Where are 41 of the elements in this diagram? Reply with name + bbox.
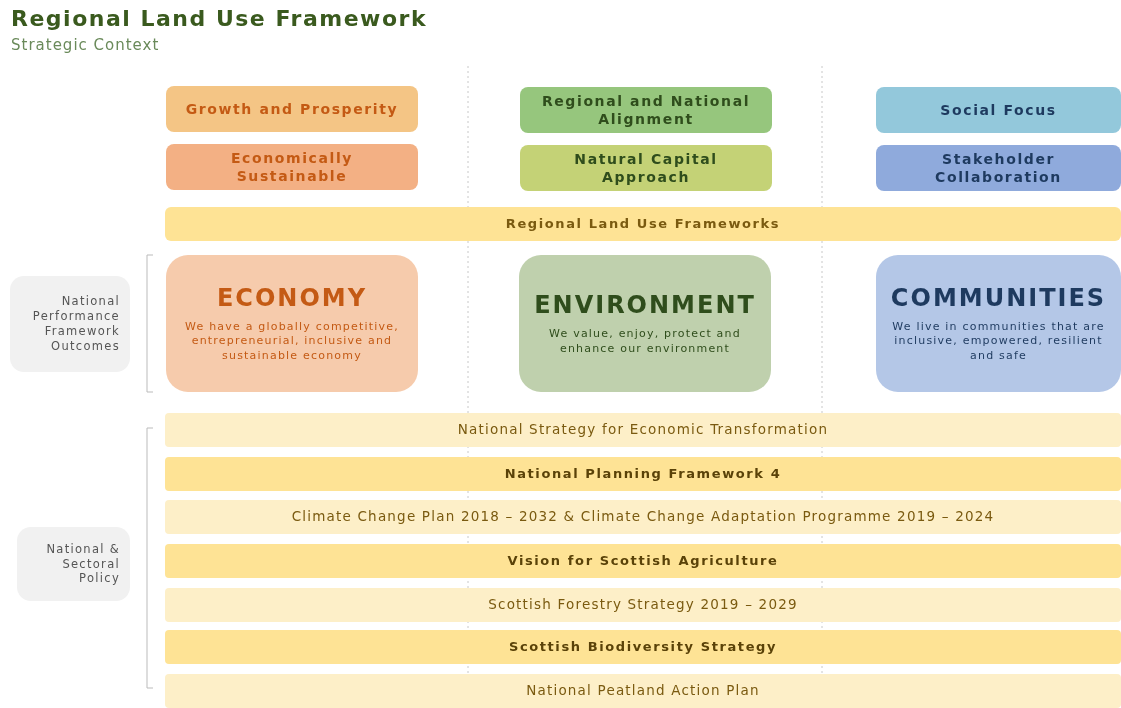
policy-bar xyxy=(165,674,1121,708)
outcome-heading: COMMUNITIES xyxy=(890,284,1107,313)
theme-box xyxy=(876,87,1121,133)
policy-bar xyxy=(165,630,1121,664)
theme-box xyxy=(520,145,772,191)
bar-label: Climate Change Plan 2018 – 2032 & Climate Change Adaptation Programme 2019 – 2024 xyxy=(291,508,995,526)
theme-box xyxy=(166,86,418,132)
outcome-heading: ECONOMY xyxy=(216,284,368,313)
framework-band xyxy=(165,207,1121,241)
category-label: National Performance Framework Outcomes xyxy=(31,294,120,354)
theme-box xyxy=(520,87,772,133)
outcome-description: We have a globally competitive, entrepreneurial, inclusive and sustainable economy xyxy=(184,320,400,363)
theme-box xyxy=(876,145,1121,191)
outcome-heading: ENVIRONMENT xyxy=(534,291,756,320)
policy-bar xyxy=(165,588,1121,622)
diagram-subtitle: Strategic Context xyxy=(11,36,160,54)
theme-box xyxy=(166,144,418,190)
theme-label: Social Focus xyxy=(940,100,1057,120)
theme-label: Natural Capital Approach xyxy=(573,149,719,187)
policy-bar xyxy=(165,457,1121,491)
theme-label: Growth and Prosperity xyxy=(185,99,399,119)
diagram-title: Regional Land Use Framework xyxy=(11,6,428,31)
bar-label: Scottish Forestry Strategy 2019 – 2029 xyxy=(488,596,798,614)
outcome-description: We value, enjoy, protect and enhance our environment xyxy=(548,327,742,356)
outcome-description: We live in communities that are inclusive, empowered, resilient and safe xyxy=(891,320,1106,363)
policy-bar xyxy=(165,500,1121,534)
theme-label: Regional and National Alignment xyxy=(540,91,752,129)
outcome-card xyxy=(519,255,771,392)
bar-label: Vision for Scottish Agriculture xyxy=(507,552,779,570)
bar-label: Scottish Biodiversity Strategy xyxy=(508,638,778,656)
bar-label: Regional Land Use Frameworks xyxy=(505,215,781,233)
bar-label: National Planning Framework 4 xyxy=(504,465,782,483)
outcome-card xyxy=(876,255,1121,392)
policy-bar xyxy=(165,544,1121,578)
theme-label: Stakeholder Collaboration xyxy=(934,149,1063,187)
policy-bar xyxy=(165,413,1121,447)
theme-label: Economically Sustainable xyxy=(229,148,355,186)
outcome-card xyxy=(166,255,418,392)
bar-label: National Strategy for Economic Transformation xyxy=(457,421,829,439)
bar-label: National Peatland Action Plan xyxy=(526,682,760,700)
category-label: National & Sectoral Policy xyxy=(45,541,120,587)
